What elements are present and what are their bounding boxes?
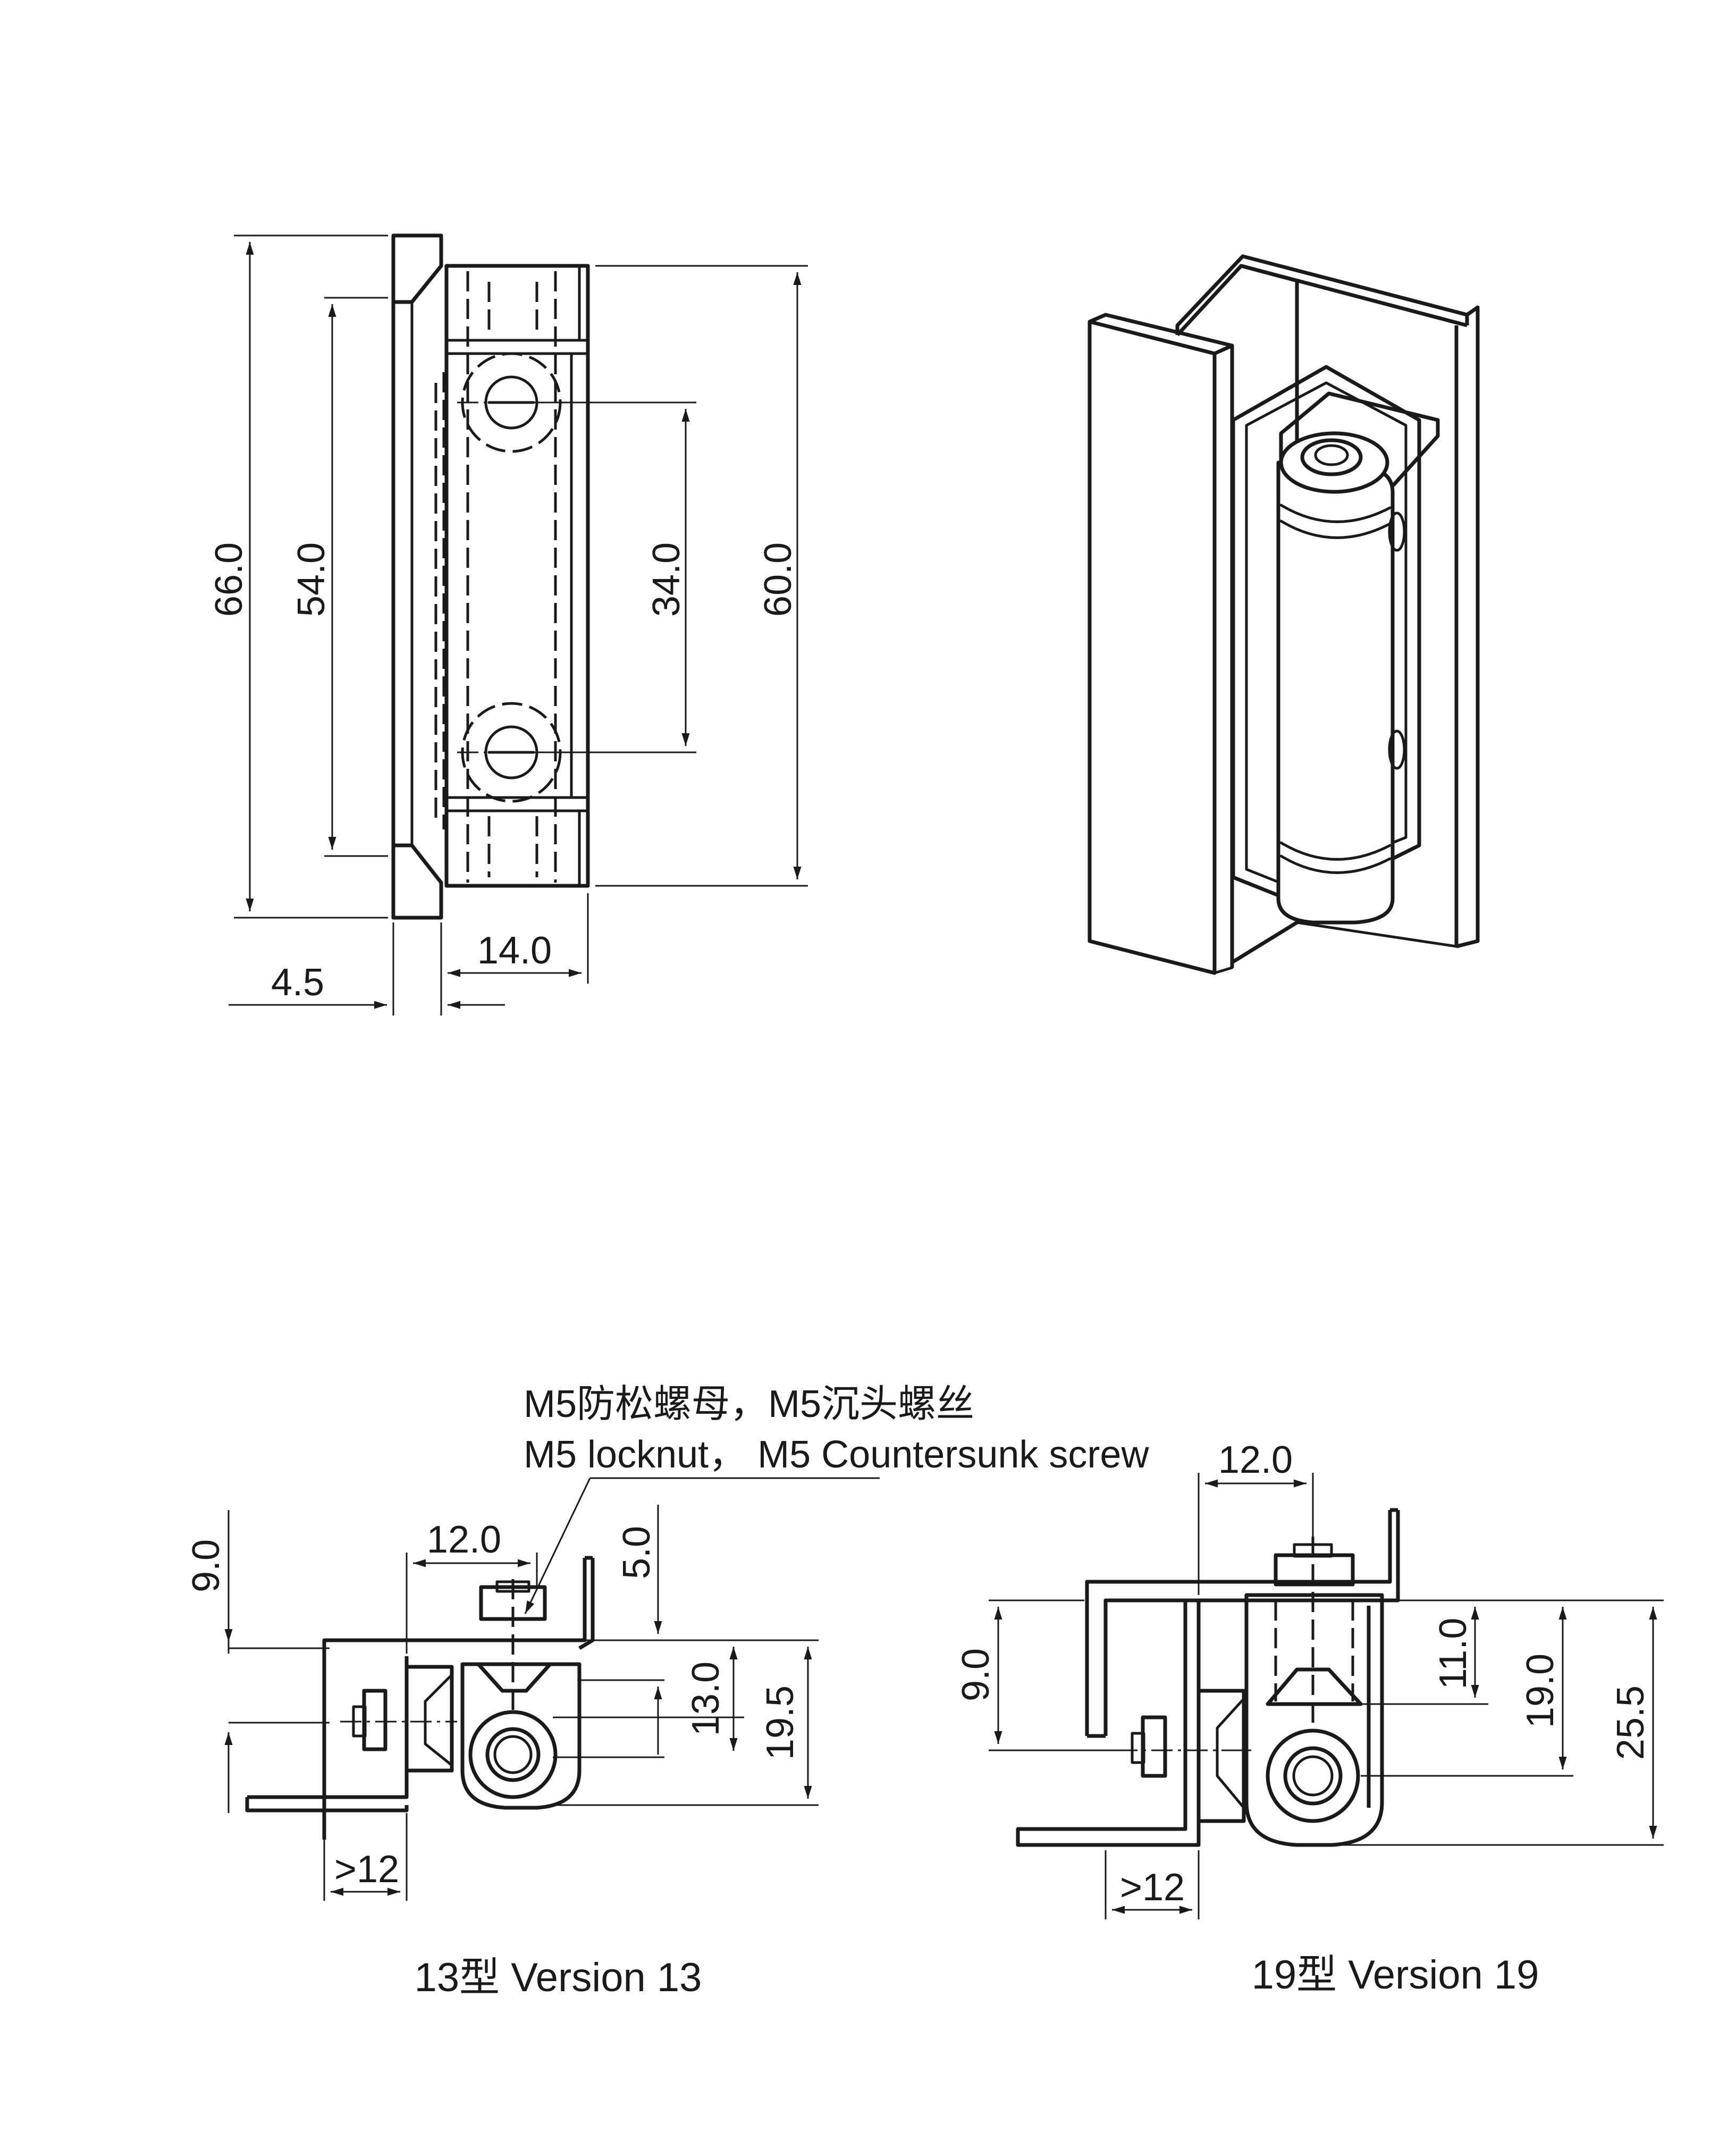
dim-barrel-height: 60.0: [757, 542, 799, 617]
annotation-line-cn: M5防松螺母，M5沉头螺丝: [524, 1383, 974, 1425]
front-view-dimensions: 66.0 54.0 34.0 60.0 14.0 4.5: [208, 234, 808, 1016]
v19-dim-25-5: 25.5: [1609, 1685, 1652, 1760]
version-19-section: 12.0 9.0 11.0 19.0 25.5 >12: [955, 1439, 1664, 1919]
v13-dim-19-5: 19.5: [759, 1685, 802, 1760]
v13-dim-min-gap: >12: [334, 1848, 399, 1891]
front-view: [391, 233, 590, 920]
dim-overall-height: 66.0: [208, 542, 250, 617]
v13-dim-12: 12.0: [427, 1519, 501, 1561]
annotation-line-en: M5 locknut， M5 Countersunk screw: [524, 1433, 1149, 1476]
annotation: M5防松螺母，M5沉头螺丝 M5 locknut， M5 Countersunk…: [524, 1383, 1149, 1614]
v19-dim-19: 19.0: [1519, 1654, 1562, 1728]
v13-dim-13: 13.0: [685, 1662, 727, 1736]
v19-dim-min-gap: >12: [1120, 1866, 1185, 1909]
caption-version-13: 13型 Version 13: [415, 1955, 702, 2000]
v13-dim-5: 5.0: [616, 1526, 658, 1579]
version-13-section: 9.0 12.0 5.0 13.0 19.5 >12: [185, 1505, 819, 1901]
v13-dim-9: 9.0: [185, 1539, 227, 1592]
v19-dim-11: 11.0: [1432, 1618, 1474, 1690]
caption-version-19: 19型 Version 19: [1252, 1952, 1539, 1998]
dim-offset: 4.5: [271, 961, 324, 1004]
v19-dim-9: 9.0: [955, 1648, 997, 1701]
v19-dim-12: 12.0: [1218, 1439, 1293, 1481]
dim-hole-spacing: 54.0: [290, 542, 333, 617]
dim-screw-spacing: 34.0: [645, 542, 688, 617]
isometric-view: [1088, 254, 1480, 975]
dim-depth: 14.0: [477, 929, 552, 972]
